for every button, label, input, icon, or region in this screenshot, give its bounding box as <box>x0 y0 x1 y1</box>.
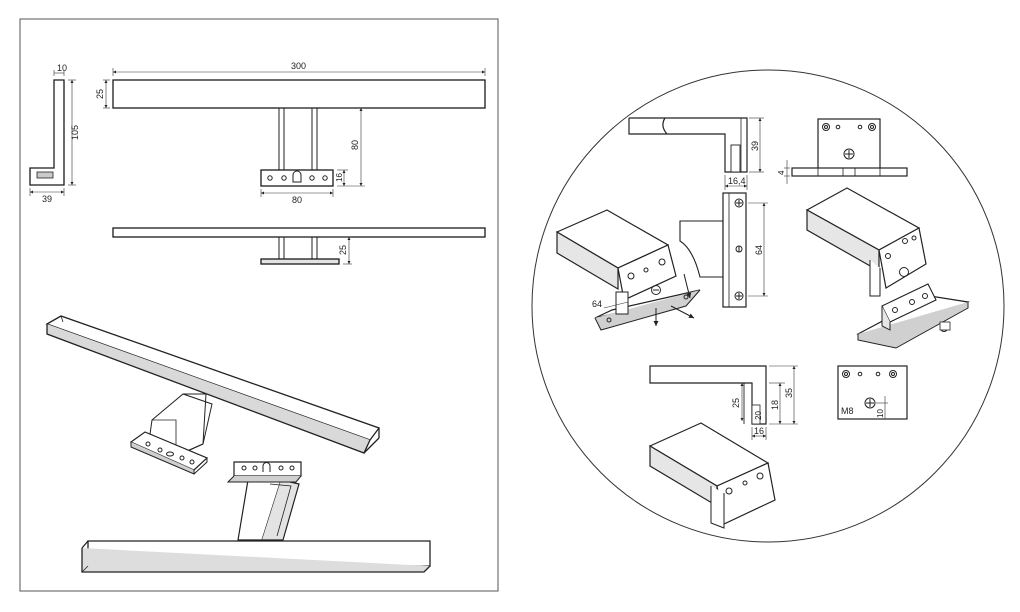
dim-front-length: 300 <box>291 61 306 71</box>
dim-top-offset: 25 <box>338 245 348 255</box>
side-view: 10 105 39 <box>29 63 80 204</box>
right-assembly-view <box>805 187 970 349</box>
dim-slot-spacing: 64 <box>754 245 764 255</box>
isometric-lamp-view-1 <box>45 315 381 475</box>
dim-clamp-total: 35 <box>784 388 794 398</box>
dim-side-height: 105 <box>70 125 80 140</box>
dim-front-plate-width: 80 <box>292 195 302 205</box>
dim-side-width-top: 10 <box>57 63 67 73</box>
dim-plate-thickness: 4 <box>777 170 786 175</box>
dim-front-plate-height: 16 <box>335 173 344 182</box>
dim-clamp-slot: 20 <box>754 411 763 420</box>
plate-front-view: 4 <box>777 118 908 184</box>
slot-plate-view: 64 <box>679 192 768 308</box>
top-view: 25 <box>112 227 486 265</box>
dim-clamp-depth: 25 <box>731 398 741 408</box>
detail-circle <box>531 69 1005 543</box>
dim-mount-hole-spacing: 64 <box>592 299 602 309</box>
dim-front-bar-height: 25 <box>95 89 105 99</box>
front-view: 300 25 80 16 80 <box>95 61 486 205</box>
left-panel-frame <box>19 18 499 592</box>
nut-plate-view: M8 10 <box>837 365 908 420</box>
dim-clamp-inner: 18 <box>770 400 780 410</box>
bracket-side-section: 39 16,4 <box>628 117 764 190</box>
dim-nut-offset: 10 <box>876 409 885 418</box>
dim-side-base-width: 39 <box>42 194 52 204</box>
dim-bracket-height: 39 <box>750 141 760 151</box>
dim-nut-thread: M8 <box>841 406 854 416</box>
isometric-lamp-view-2 <box>81 461 431 573</box>
clamp-side-view: 25 18 35 20 16 <box>649 365 798 440</box>
dim-clamp-width: 16 <box>754 426 764 436</box>
dim-front-arm-height: 80 <box>350 140 360 150</box>
dim-bracket-depth: 16,4 <box>728 176 746 186</box>
mount-exploded-view: 64 <box>555 209 701 331</box>
clamp-isometric-view <box>648 422 776 529</box>
